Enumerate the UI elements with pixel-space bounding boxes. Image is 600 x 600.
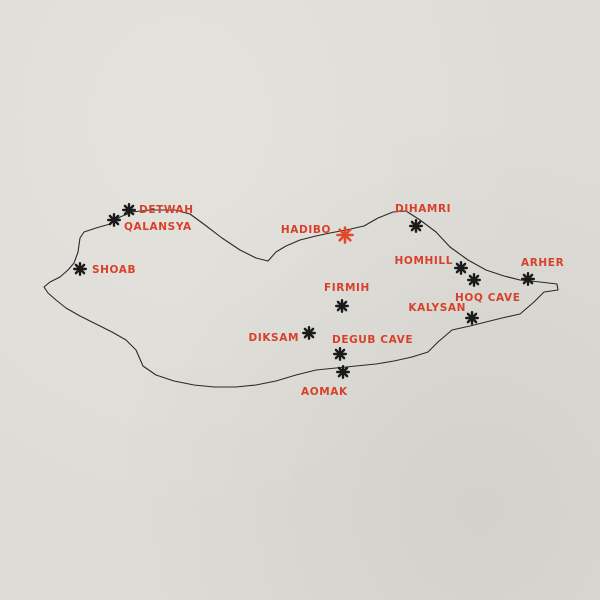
- place-dihamri[interactable]: DIHAMRI: [395, 203, 451, 234]
- place-qalansya[interactable]: QALANSYA: [106, 212, 192, 233]
- asterisk-icon: [467, 273, 481, 287]
- place-label-firmih: FIRMIH: [324, 282, 370, 294]
- asterisk-icon: [302, 326, 316, 340]
- asterisk-icon: [409, 218, 423, 234]
- asterisk-icon: [336, 365, 350, 379]
- place-label-hoq-cave: HOQ CAVE: [455, 292, 521, 304]
- asterisk-icon: [521, 272, 535, 286]
- place-label-hadibo: HADIBO: [281, 224, 331, 236]
- place-degub-cave[interactable]: DEGUB CAVE: [332, 334, 413, 361]
- place-aomak[interactable]: AOMAK: [301, 365, 350, 398]
- asterisk-icon: [465, 311, 479, 325]
- place-label-arher: ARHER: [521, 257, 564, 269]
- place-diksam[interactable]: DIKSAM: [249, 326, 316, 344]
- place-label-degub-cave: DEGUB CAVE: [332, 334, 413, 346]
- place-shoab[interactable]: SHOAB: [72, 262, 136, 276]
- capital-asterisk-icon: [336, 226, 354, 244]
- asterisk-icon: [106, 212, 122, 228]
- place-label-qalansya: QALANSYA: [124, 221, 192, 233]
- place-hoq-cave[interactable]: HOQ CAVE: [455, 273, 521, 304]
- place-label-shoab: SHOAB: [92, 264, 136, 276]
- place-label-dihamri: DIHAMRI: [395, 203, 451, 215]
- island-coastline: [43, 209, 559, 388]
- place-homhill[interactable]: HOMHILL: [395, 255, 468, 275]
- asterisk-icon: [121, 202, 137, 218]
- place-label-detwah: DETWAH: [139, 204, 194, 216]
- place-label-diksam: DIKSAM: [249, 332, 300, 344]
- place-label-homhill: HOMHILL: [395, 255, 453, 267]
- place-detwah[interactable]: DETWAH: [121, 202, 194, 218]
- place-label-aomak: AOMAK: [301, 386, 348, 398]
- place-firmih[interactable]: FIRMIH: [324, 282, 370, 313]
- asterisk-icon: [72, 262, 88, 276]
- place-arher[interactable]: ARHER: [521, 257, 564, 286]
- place-hadibo[interactable]: HADIBO: [281, 224, 354, 244]
- place-kalysan[interactable]: KALYSAN: [408, 302, 479, 325]
- asterisk-icon: [333, 347, 347, 361]
- asterisk-icon: [454, 261, 468, 275]
- place-label-kalysan: KALYSAN: [408, 302, 466, 314]
- asterisk-icon: [335, 299, 349, 313]
